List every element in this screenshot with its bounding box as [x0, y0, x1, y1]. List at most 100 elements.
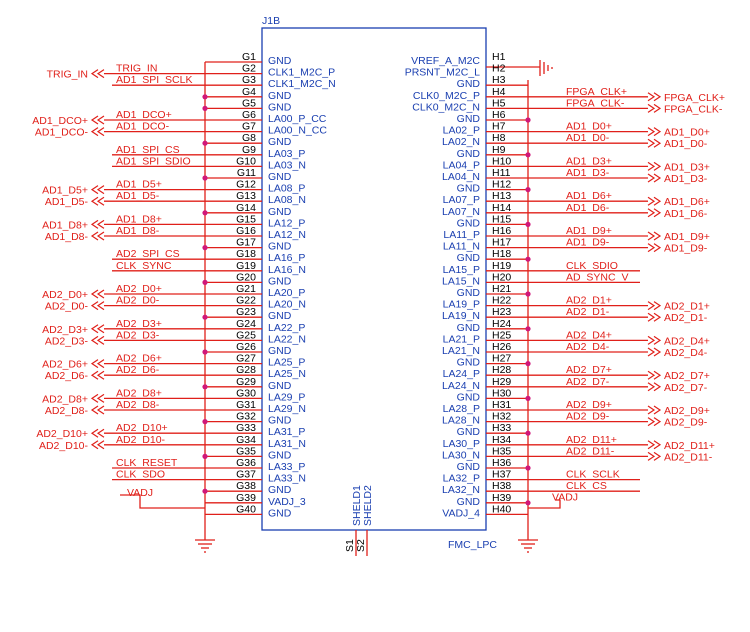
pin-name: LA12_P [268, 217, 305, 229]
net-label: AD2_D9- [566, 411, 610, 423]
port-arrow [90, 115, 105, 125]
pin-name: LA11_P [443, 229, 480, 241]
pin-number: G6 [242, 109, 256, 121]
pin-name: GND [457, 391, 481, 403]
net-label: AD1_D6- [566, 202, 610, 214]
pin-name: LA31_N [268, 438, 306, 450]
net-label: CLK_SCLK [566, 469, 620, 481]
pin-number: G8 [242, 132, 256, 144]
net-label: AD2_D8+ [116, 387, 162, 399]
net-label: AD2_D0+ [116, 283, 162, 295]
pin-number: G7 [242, 121, 256, 133]
net-label: AD2_D8- [116, 399, 160, 411]
pin-name: LA19_N [442, 310, 480, 322]
pin-number: G27 [236, 353, 256, 365]
component-refdes: J1B [262, 15, 280, 27]
net-label: CLK_RESET [116, 457, 178, 469]
net-label: AD2_D10- [116, 434, 166, 446]
pin-name: LA30_P [443, 438, 480, 450]
pin-number: H12 [492, 179, 511, 191]
pin-number: G10 [236, 155, 256, 167]
port-arrow [90, 289, 105, 299]
pin-name: LA24_N [442, 380, 480, 392]
port-arrow [647, 208, 662, 218]
port-arrow [90, 301, 105, 311]
pin-name: LA15_N [442, 275, 480, 287]
port-arrow [647, 335, 662, 345]
pin-number: H27 [492, 353, 511, 365]
pin-name: LA02_P [443, 125, 480, 137]
pin-number: H16 [492, 225, 511, 237]
port-label: AD2_D10- [39, 440, 89, 452]
pin-name: LA25_P [268, 357, 305, 369]
port-label: AD1_D3+ [664, 161, 710, 173]
pin-name: LA21_P [443, 333, 480, 345]
pin-name: GND [457, 426, 481, 438]
pin-number: H6 [492, 109, 506, 121]
pin-number: H32 [492, 411, 511, 423]
pin-number: G2 [242, 63, 256, 75]
pin-name: CLK0_M2C_P [413, 90, 480, 102]
net-label: AD2_D4+ [566, 329, 612, 341]
port-label: AD2_D10+ [36, 428, 88, 440]
port-label: AD2_D0+ [42, 289, 88, 301]
port-arrow [647, 417, 662, 427]
pin-number: G22 [236, 295, 256, 307]
net-label: AD1_D0- [566, 132, 610, 144]
junction-dot [525, 430, 531, 436]
port-arrow [647, 440, 662, 450]
net-label: AD2_D1+ [566, 295, 612, 307]
port-arrow [647, 92, 662, 102]
pin-name: LA32_N [442, 484, 480, 496]
net-label: AD1_DCO+ [116, 109, 172, 121]
shield-pin-2-number: S2 [355, 539, 367, 552]
port-label: AD1_D5- [45, 196, 89, 208]
net-label: TRIG_IN [116, 63, 157, 75]
pin-name: LA16_P [268, 252, 305, 264]
port-label: FPGA_CLK- [664, 103, 723, 115]
pin-number: G1 [242, 51, 256, 63]
port-arrow [90, 428, 105, 438]
port-label: FPGA_CLK+ [664, 92, 725, 104]
pin-name: GND [457, 287, 481, 299]
port-label: AD2_D11- [664, 451, 713, 463]
net-label: CLK_CS [566, 480, 607, 492]
port-arrow [647, 243, 662, 253]
pin-number: G38 [236, 480, 256, 492]
pin-name: GND [268, 380, 292, 392]
pin-name: GND [268, 136, 292, 148]
pin-name: GND [457, 357, 481, 369]
port-arrow [647, 161, 662, 171]
port-arrow [647, 138, 662, 148]
pin-name: GND [268, 90, 292, 102]
pin-number: H35 [492, 445, 511, 457]
net-label: AD2_D6+ [116, 353, 162, 365]
junction-dot [525, 326, 531, 332]
pin-name: GND [268, 101, 292, 113]
pin-number: H10 [492, 155, 511, 167]
net-label: AD1_SPI_SCLK [116, 74, 192, 86]
